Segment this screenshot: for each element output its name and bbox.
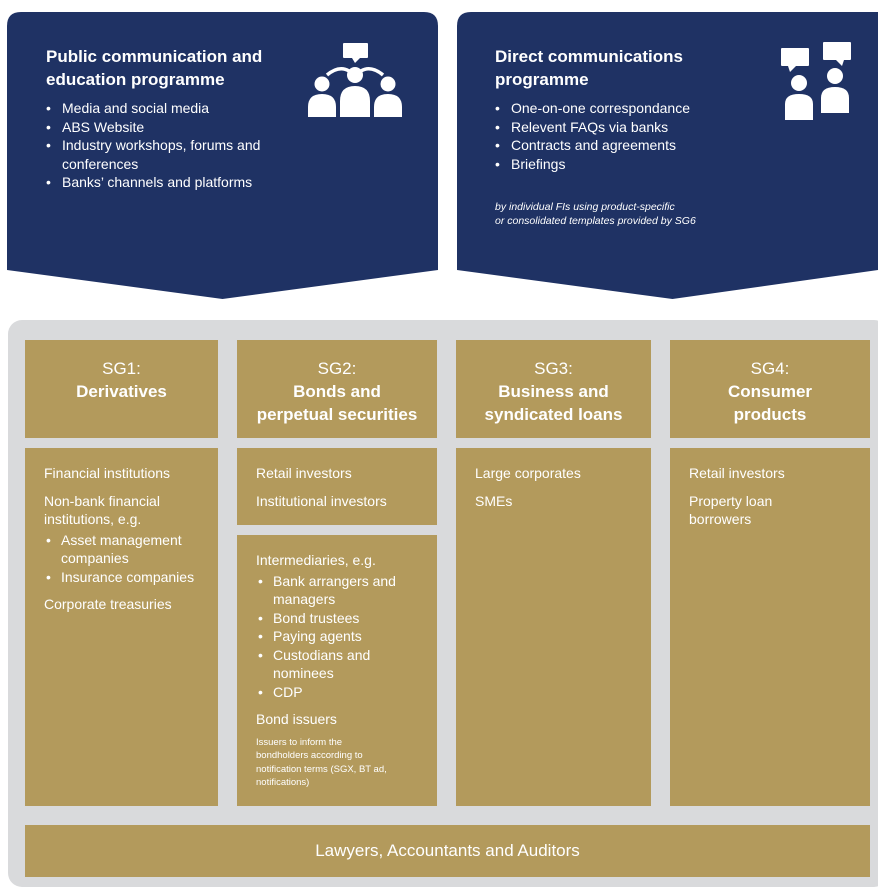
list-item: Banks’ channels and platforms — [46, 173, 261, 192]
public-programme-title: Public communication and education progr… — [46, 45, 262, 91]
direct-programme-title-line2: programme — [495, 70, 589, 89]
sg4-name-line2: products — [733, 405, 807, 424]
list-item: SMEs — [475, 492, 513, 509]
sg3-name-line2: syndicated loans — [484, 405, 623, 424]
sg3-header: SG3: Business and syndicated loans — [456, 340, 651, 438]
sg2-intermediaries-box: Intermediaries, e.g. Bank arrangers and … — [237, 535, 437, 806]
list-item: Contracts and agreements — [495, 136, 755, 155]
list-item: One-on-one correspondance — [495, 99, 755, 118]
list-item: CDP — [256, 683, 425, 702]
list-item: Retail investors — [256, 465, 352, 481]
sg1-bullet-list: Asset management companies Insurance com… — [44, 531, 206, 587]
direct-programme-title: Direct communications programme — [495, 45, 683, 91]
footer-bar: Lawyers, Accountants and Auditors — [25, 825, 870, 877]
list-item: ABS Website — [46, 118, 261, 137]
direct-programme-banner: Direct communications programme One-on-o… — [457, 12, 878, 299]
direct-programme-note-line2: or consolidated templates provided by SG… — [495, 215, 696, 227]
list-item: Bank arrangers and managers — [256, 572, 425, 609]
sg2-header: SG2: Bonds and perpetual securities — [237, 340, 437, 438]
sg1-name: Derivatives — [76, 382, 167, 401]
direct-programme-title-line1: Direct communications — [495, 47, 683, 66]
list-item: Institutional investors — [256, 492, 387, 509]
list-item: Bond trustees — [256, 609, 425, 628]
public-programme-list: Media and social media ABS Website Indus… — [46, 99, 261, 192]
sg4-name-line1: Consumer — [727, 382, 813, 401]
list-item: Relevent FAQs via banks — [495, 118, 755, 137]
public-programme-title-line1: Public communication and — [46, 47, 263, 66]
sg4-header: SG4: Consumer products — [670, 340, 870, 438]
sg4-id: SG4: — [750, 359, 790, 378]
public-programme-banner: Public communication and education progr… — [7, 12, 438, 299]
public-programme-title-line2: education programme — [46, 70, 225, 89]
group-audience-icon — [308, 43, 402, 117]
sg3-name-line1: Business and — [498, 382, 609, 401]
sg2-bullet-list: Bank arrangers and managers Bond trustee… — [256, 572, 425, 702]
sg2-name-line1: Bonds and — [293, 382, 381, 401]
sg2-issuer-note: Issuers to inform the bondholders accord… — [256, 736, 387, 789]
list-item: Industry workshops, forums and conferenc… — [46, 136, 261, 173]
list-item: Corporate treasuries — [44, 596, 172, 612]
list-item: Media and social media — [46, 99, 261, 118]
sg2-id: SG2: — [317, 359, 357, 378]
list-item: Paying agents — [256, 627, 425, 646]
direct-programme-list: One-on-one correspondance Relevent FAQs … — [495, 99, 755, 173]
list-item: Financial institutions — [44, 465, 171, 481]
list-item: Non-bank financial institutions, e.g. — [44, 492, 160, 528]
sg2-investors-box: Retail investors Institutional investors — [237, 448, 437, 525]
two-people-speech-icon — [781, 42, 851, 120]
sg4-body: Retail investors Property loan borrowers — [670, 448, 870, 806]
sg3-id: SG3: — [534, 359, 573, 378]
list-item: Bond issuers — [256, 711, 337, 727]
list-item: Asset management companies — [44, 531, 206, 568]
list-item: Custodians and nominees — [256, 646, 425, 683]
direct-programme-note: by individual FIs using product-specific… — [495, 200, 696, 228]
sg1-header: SG1: Derivatives — [25, 340, 218, 438]
list-item: Briefings — [495, 155, 755, 174]
sg3-body: Large corporates SMEs — [456, 448, 651, 806]
list-item: Intermediaries, e.g. — [256, 552, 376, 568]
direct-programme-note-line1: by individual FIs using product-specific — [495, 201, 675, 213]
list-item: Insurance companies — [44, 568, 206, 587]
sg2-name-line2: perpetual securities — [256, 405, 418, 424]
list-item: Property loan borrowers — [689, 492, 773, 528]
list-item: Large corporates — [475, 465, 581, 481]
list-item: Retail investors — [689, 465, 785, 481]
sg1-id: SG1: — [102, 359, 141, 378]
sg1-body: Financial institutions Non-bank financia… — [25, 448, 218, 806]
